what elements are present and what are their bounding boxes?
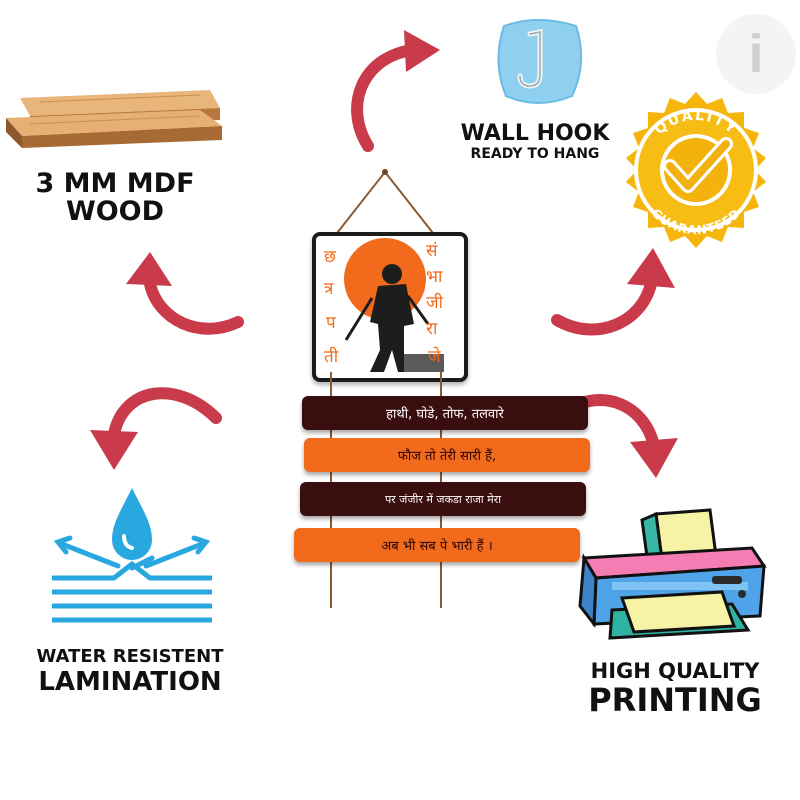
sign-plank-1-text: हाथी, घोडे, तोफ, तलवारे: [386, 407, 504, 422]
sign-plank-2: फौज तो तेरी सारी हैं,: [304, 438, 590, 472]
water-feature-label: WATER RESISTENT LAMINATION: [10, 646, 250, 697]
sign-left-letter-3: प: [326, 313, 336, 333]
printing-feature-label: HIGH QUALITY PRINTING: [560, 660, 790, 718]
brand-logo-letter: i: [748, 24, 764, 84]
arrow-to-hook: [351, 30, 440, 152]
water-label-line2: LAMINATION: [38, 666, 222, 697]
sign-right-letter-5: जे: [428, 347, 441, 367]
arrow-to-wood: [126, 252, 244, 335]
sign-plank-2-text: फौज तो तेरी सारी हैं,: [397, 449, 497, 464]
printing-label-line2: PRINTING: [588, 681, 762, 720]
wood-feature-label: 3 MM MDF WOOD: [0, 168, 230, 228]
printing-label-line1: HIGH QUALITY: [590, 659, 760, 683]
sign-plank-4-text: अब भी सब पे भारी हैं ।: [381, 539, 493, 554]
sign-plank-3-text: पर जंजीर में जकडा राजा मेरा: [384, 492, 502, 506]
brand-logo: i: [716, 14, 796, 94]
sign-right-letter-3: जी: [426, 293, 444, 313]
sign-left-letter-1: छ: [324, 247, 336, 267]
warrior-figure-icon: [344, 264, 444, 372]
printer-icon: [578, 508, 767, 640]
sign-plank-4: अब भी सब पे भारी हैं ।: [294, 528, 580, 562]
quality-badge-icon: QUALITY GUARANTEED: [626, 92, 766, 248]
hook-feature-label: WALL HOOK READY TO HANG: [440, 122, 630, 162]
wall-hook-icon: [497, 19, 583, 104]
wood-planks-icon: [6, 90, 222, 148]
sign-main-panel: छ त्र प ती सं भा जी रा जे: [312, 232, 468, 382]
sign-right-letter-1: सं: [426, 241, 438, 261]
arrow-to-badge: [551, 248, 675, 336]
wood-label-line1: 3 MM MDF: [35, 168, 195, 199]
hook-label-line1: WALL HOOK: [460, 121, 610, 146]
sign-plank-1: हाथी, घोडे, तोफ, तलवारे: [302, 396, 588, 430]
water-drop-icon: [52, 488, 212, 623]
sign-right-letter-4: रा: [426, 319, 438, 339]
hook-label-line2: READY TO HANG: [470, 146, 600, 163]
sign-right-letter-2: भा: [426, 267, 443, 287]
sign-plank-3: पर जंजीर में जकडा राजा मेरा: [300, 482, 586, 516]
water-label-line1: WATER RESISTENT: [36, 646, 224, 667]
sign-left-letter-4: ती: [324, 347, 339, 367]
wood-label-line2: WOOD: [65, 196, 165, 228]
sign-left-letter-2: त्र: [324, 279, 334, 299]
arrow-to-water: [90, 387, 222, 470]
sign-hanging-string: [329, 169, 441, 243]
